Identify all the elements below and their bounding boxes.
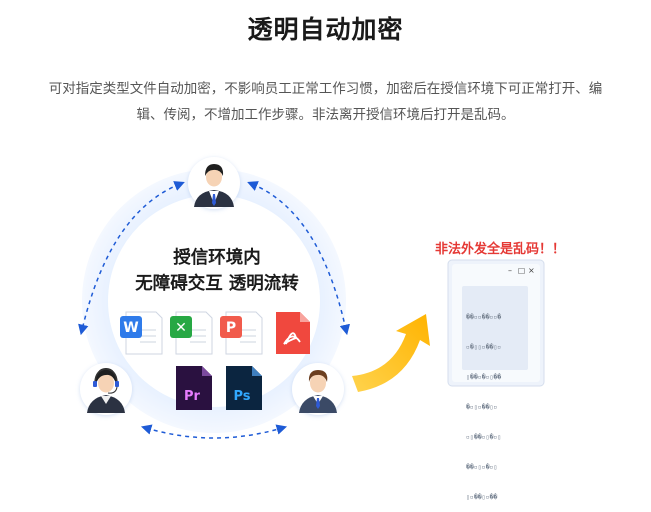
trusted-environment-label: 授信环境内 <box>173 248 261 268</box>
page-title: 透明自动加密 <box>247 15 404 44</box>
window-minimize-icon: – <box>508 266 512 275</box>
svg-text:P: P <box>226 320 236 336</box>
encryption-diagram: W ✕ P Pr Ps – □ × <box>78 157 545 439</box>
flow-arrow-bottom <box>140 424 288 439</box>
support-staff-avatar-icon <box>80 363 132 415</box>
employee-avatar-icon <box>292 363 344 415</box>
transparent-flow-label: 无障碍交互 透明流转 <box>135 274 299 294</box>
svg-text:Ps: Ps <box>233 389 250 404</box>
window-close-icon: × <box>528 266 535 275</box>
flow-arrow-top-left <box>78 181 185 336</box>
garbled-line: ��▫▯▫�▫▯ <box>466 463 498 471</box>
garbled-line: ▯��▫�▫▯�� <box>466 373 502 381</box>
description-line-1: 可对指定类型文件自动加密，不影响员工正常工作习惯，加密后在授信环境下可正常打开、… <box>48 81 603 97</box>
word-file-icon: W <box>120 311 163 355</box>
window-maximize-icon: □ <box>518 266 525 275</box>
premiere-file-icon: Pr <box>176 366 212 410</box>
garbled-document-window: – □ × <box>447 259 545 387</box>
ppt-file-icon: P <box>220 311 263 355</box>
garbled-text-block: ��▫▫��▫▫� ▫�▯▯▫��▯▫ ▯��▫�▫▯�� �▫▯▫��▯▫ ▫… <box>466 292 528 512</box>
svg-text:✕: ✕ <box>175 320 187 336</box>
leak-arrow-icon <box>352 314 430 392</box>
svg-text:Pr: Pr <box>184 389 201 404</box>
page-description: 可对指定类型文件自动加密，不影响员工正常工作习惯，加密后在授信环境下可正常打开、… <box>18 76 633 128</box>
manager-avatar-icon <box>188 157 240 209</box>
description-line-2: 辑、传阅，不增加工作步骤。非法离开授信环境后打开是乱码。 <box>136 107 515 123</box>
svg-text:W: W <box>123 320 138 336</box>
garbled-line: ▯▫��▯▫�� <box>466 493 498 501</box>
garbled-line: ▫�▯▯▫��▯▫ <box>466 343 502 351</box>
garbled-line: ��▫▫��▫▫� <box>466 313 502 321</box>
pdf-file-icon <box>276 312 310 354</box>
leak-warning-text: 非法外发全是乱码！！ <box>434 242 565 257</box>
flow-arrow-top-right <box>247 181 350 336</box>
garbled-line: ▫▯��▫▯�▫▯ <box>466 433 502 441</box>
excel-file-icon: ✕ <box>170 311 213 355</box>
garbled-line: �▫▯▫��▯▫ <box>466 403 498 411</box>
photoshop-file-icon: Ps <box>226 366 262 410</box>
